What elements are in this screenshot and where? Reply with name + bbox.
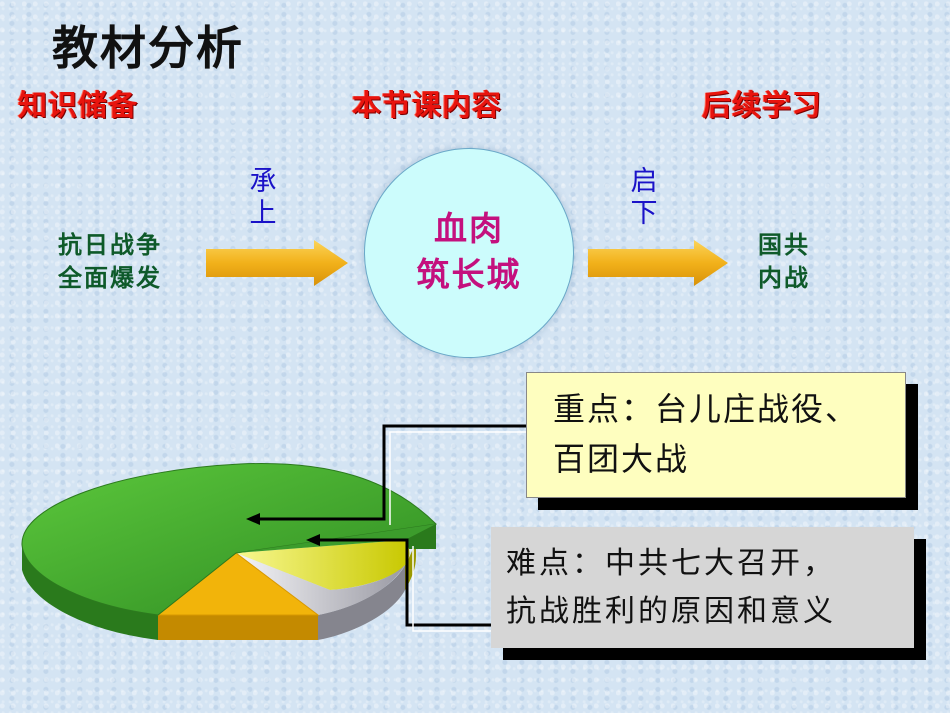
pie-slice-green [21,463,438,616]
lead-label: 启下 [630,166,658,229]
heading-follow-up: 后续学习 [702,88,823,122]
left-topic-line-1: 抗日战争 [58,230,162,259]
left-topic-line-2: 全面爆发 [58,263,162,292]
arrow-right-icon [206,240,348,286]
difficult-point-line-1: 难点：中共七大召开， [506,546,836,581]
key-point-box [526,372,906,498]
right-topic-line-2: 内战 [758,263,810,292]
center-circle [364,148,574,358]
right-topic: 国共 内战 [758,228,810,294]
key-point-line-1: 重点：台儿庄战役、 [553,390,860,428]
arrowhead-icon [246,513,260,525]
difficult-point-line-2: 抗战胜利的原因和意义 [506,594,836,629]
heading-lesson-content: 本节课内容 [352,88,503,122]
difficult-point-text: 难点：中共七大召开， 抗战胜利的原因和意义 [506,540,926,636]
key-connector-line-shadow [389,431,526,525]
center-topic: 血肉 筑长城 [364,206,574,298]
difficult-connector-line-shadow [412,546,491,632]
difficult-point-box [491,527,914,648]
right-topic-line-1: 国共 [758,230,810,259]
difficult-connector-line [318,538,491,627]
arrow-right-icon [588,240,728,286]
pie-side-orange [158,615,318,640]
pie-side-gray [318,565,405,640]
slide-title: 教材分析 [52,21,244,75]
left-topic: 抗日战争 全面爆发 [58,228,162,294]
pie-slice-gray [236,553,405,615]
inherit-label: 承上 [249,166,277,229]
heading-prior-knowledge: 知识储备 [18,88,139,122]
center-topic-line-2: 筑长城 [416,255,522,294]
key-point-line-2: 百团大战 [553,440,690,478]
arrowhead-icon [306,534,320,546]
key-point-text: 重点：台儿庄战役、 百团大战 [553,384,913,484]
pie-side-green [22,545,158,640]
pie-slice-yellow [236,540,410,590]
key-connector-line [258,424,526,521]
center-topic-line-1: 血肉 [434,209,504,248]
